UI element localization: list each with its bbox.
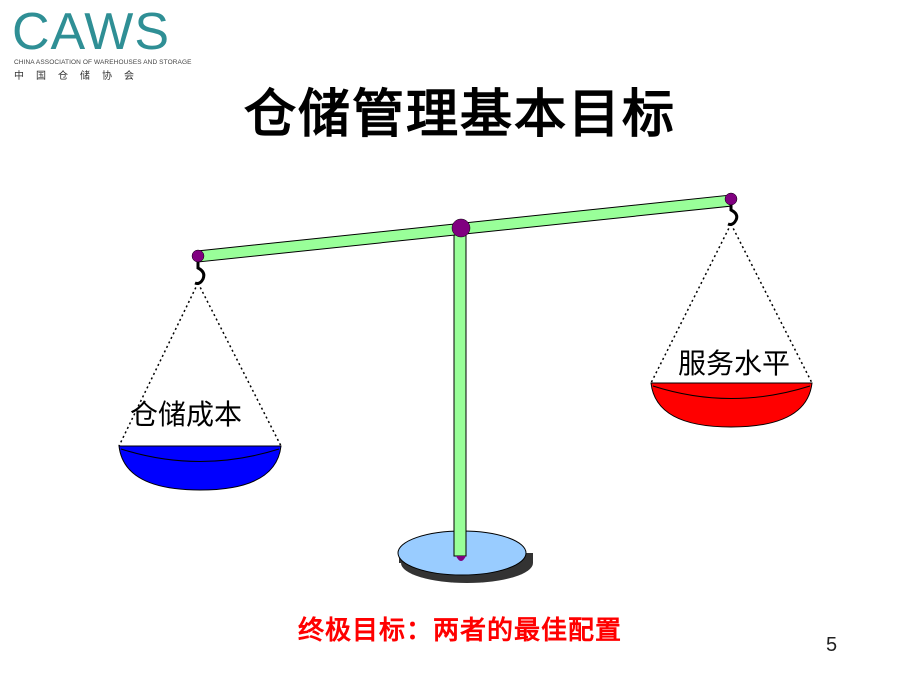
goal-statement: 终极目标：两者的最佳配置 <box>297 616 622 646</box>
caws-logo: CAWS CHINA ASSOCIATION OF WAREHOUSES AND… <box>8 3 191 82</box>
logo-chinese-subtitle: 中国仓储协会 <box>14 71 146 82</box>
beam-right-knob <box>724 192 738 206</box>
scale-pivot <box>451 218 471 238</box>
right-pan-label: 服务水平 <box>678 347 791 380</box>
post-foot <box>456 556 466 561</box>
logo-wordmark: CAWS <box>12 3 171 61</box>
left-string-1 <box>118 282 199 447</box>
left-pan <box>118 445 282 491</box>
right-pan-rim <box>652 385 811 399</box>
logo-english-subtitle: CHINA ASSOCIATION OF WAREHOUSES AND STOR… <box>14 59 192 66</box>
slide-title: 仓储管理基本目标 <box>243 85 676 145</box>
left-pan-label: 仓储成本 <box>130 398 243 431</box>
scale-post <box>453 229 467 557</box>
left-pan-rim <box>120 448 280 462</box>
right-pan <box>650 382 813 428</box>
page-number: 5 <box>826 634 838 656</box>
beam-left-knob <box>191 249 205 263</box>
right-hook-icon <box>727 205 739 226</box>
left-hook-icon <box>194 262 206 285</box>
left-string-2 <box>197 282 282 447</box>
